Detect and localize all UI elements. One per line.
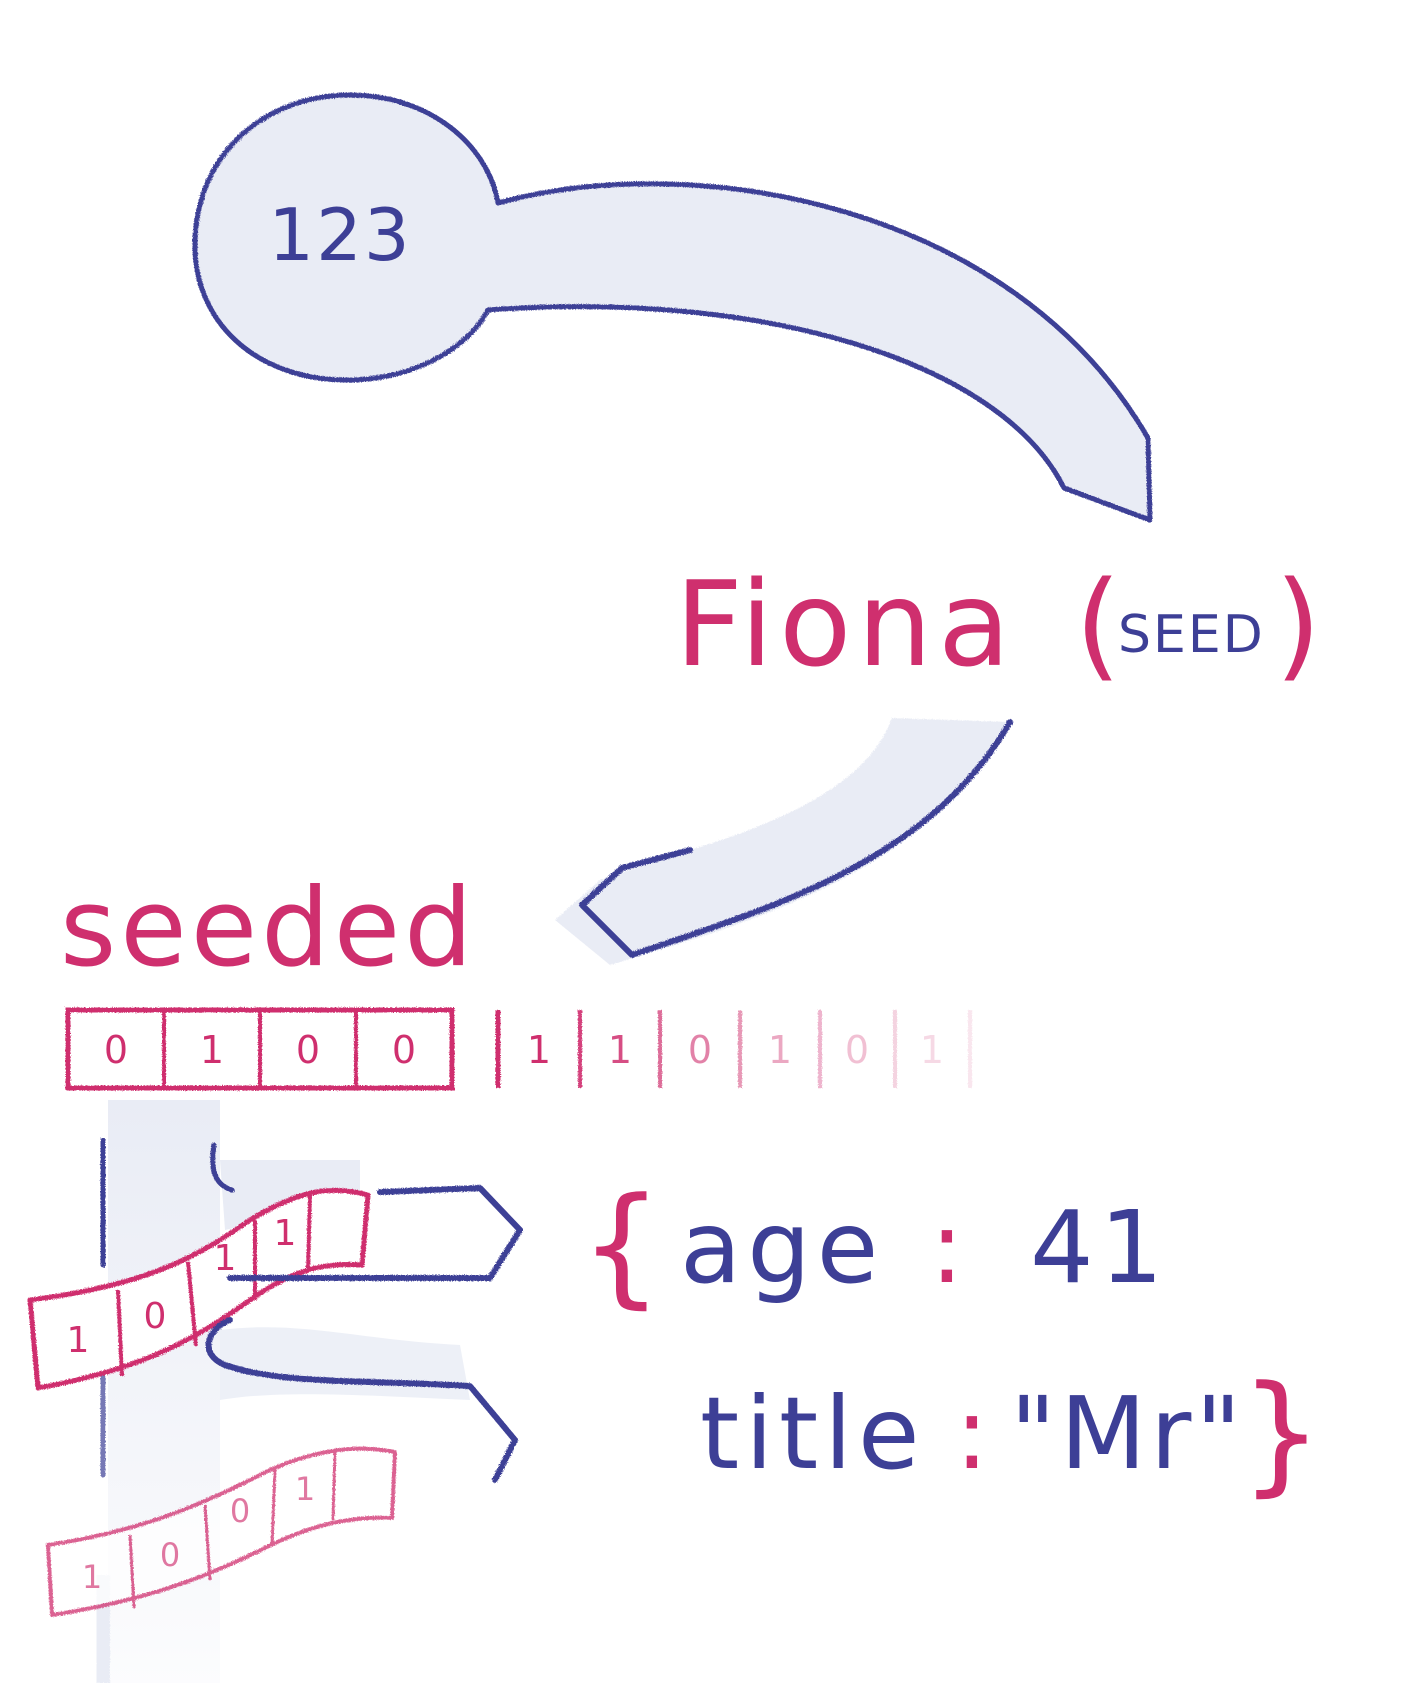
tape-bit: 1 <box>82 1558 102 1596</box>
bit-stream <box>495 1007 1140 1091</box>
tape-bit: 1 <box>274 1213 297 1254</box>
stream-bit: 1 <box>920 1028 944 1072</box>
function-open-paren: ( <box>1075 555 1121 693</box>
upper-tape <box>27 1187 371 1391</box>
number-bubble-arrow <box>192 92 1153 523</box>
function-argument: SEED <box>1118 605 1265 665</box>
record-age-colon: : <box>930 1189 964 1306</box>
lower-tape <box>46 1446 397 1617</box>
tape-bit: 0 <box>230 1492 250 1530</box>
function-close-paren: ) <box>1275 555 1321 693</box>
lower-output-arrow <box>205 1317 518 1483</box>
stream-bit: 1 <box>768 1028 792 1072</box>
record-title-value: "Mr" <box>1010 1375 1245 1492</box>
record-title-colon: : <box>955 1375 989 1492</box>
tape-bit: 1 <box>295 1470 315 1508</box>
generated-record: { age : 41 title : "Mr" } <box>580 1169 1323 1509</box>
tape-bit: 1 <box>214 1238 237 1279</box>
record-age-value: 41 <box>1030 1189 1169 1306</box>
record-open-brace: { <box>580 1169 663 1321</box>
consumption-band <box>108 1100 470 1683</box>
seeded-bit: 0 <box>296 1028 320 1072</box>
stream-bit: 0 <box>845 1028 869 1072</box>
seeded-bit: 1 <box>200 1028 224 1072</box>
tape-bit: 1 <box>67 1320 90 1361</box>
seeded-label: seeded <box>60 866 477 991</box>
seeded-bit: 0 <box>104 1028 128 1072</box>
record-title-key: title <box>700 1375 926 1492</box>
record-age-key: age <box>680 1189 884 1306</box>
upper-output-arrow <box>227 1185 523 1281</box>
tape-bit: 0 <box>160 1536 180 1574</box>
seeded-bits <box>65 1007 455 1091</box>
seeded-bit: 0 <box>392 1028 416 1072</box>
stream-bit: 0 <box>688 1028 712 1072</box>
function-name: Fiona <box>675 555 1016 693</box>
stream-bit: 1 <box>608 1028 632 1072</box>
record-close-brace: } <box>1240 1357 1323 1509</box>
output-arrow <box>555 718 1013 965</box>
tape-bit: 0 <box>144 1296 167 1337</box>
stream-bit: 1 <box>527 1028 551 1072</box>
function-call: Fiona ( SEED ) <box>675 555 1321 693</box>
bubble-number-label: 123 <box>268 193 411 277</box>
